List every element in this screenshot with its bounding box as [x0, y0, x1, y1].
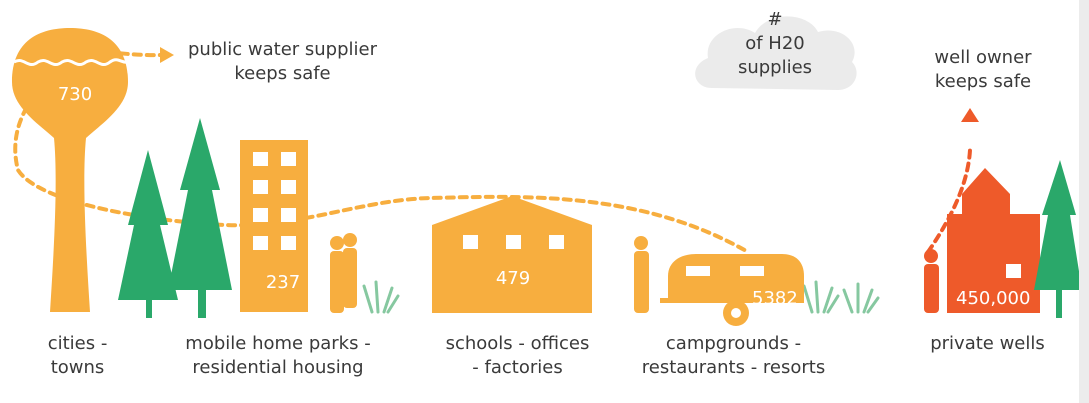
schools-label-line-2: - factories [472, 357, 563, 378]
pine-tree-icon [1034, 160, 1082, 318]
schools-label-line-1: schools - offices [445, 333, 590, 354]
travel-trailer-icon [660, 254, 804, 326]
campgrounds-label-line-2: restaurants - resorts [641, 357, 826, 378]
private-wells-label-line-1: private wells [930, 333, 1045, 354]
mobile-home-count: 237 [265, 272, 301, 293]
grass-icon [362, 280, 880, 314]
cities-count: 730 [57, 84, 93, 105]
cloud-icon [695, 16, 857, 91]
campgrounds-label-line-1: campgrounds - [665, 333, 802, 354]
mobile-home-label-line-2: residential housing [192, 357, 364, 378]
water-tower-icon [12, 28, 129, 312]
schools-count: 479 [495, 268, 531, 289]
public-supplier-callout: public water supplier keeps safe [180, 38, 385, 86]
schools-label: schools - offices - factories [430, 332, 605, 380]
well-callout-line-1: well owner [934, 47, 1032, 68]
title-line-3: supplies [737, 57, 813, 78]
person-icon [634, 236, 649, 313]
house-icon [947, 168, 1040, 313]
private-supply-path [926, 148, 972, 254]
title-line-2: of H20 [745, 33, 805, 54]
well-owner-callout: well owner keeps safe [918, 46, 1048, 94]
school-building-icon [432, 196, 592, 313]
public-callout-line-1: public water supplier [188, 39, 377, 60]
right-edge-panel [1079, 0, 1089, 403]
public-arrow-head-icon [160, 47, 174, 63]
private-wells-count: 450,000 [956, 288, 1031, 309]
people-icon [330, 233, 357, 313]
private-arrow-head-icon [961, 108, 979, 122]
campgrounds-count: 5382 [752, 288, 798, 309]
title-line-1: # [767, 9, 783, 30]
private-wells-label: private wells [925, 332, 1050, 356]
mobile-home-label: mobile home parks - residential housing [178, 332, 378, 380]
well-callout-line-2: keeps safe [934, 71, 1032, 92]
mobile-home-label-line-1: mobile home parks - [185, 333, 371, 354]
apartment-building-icon [240, 140, 308, 312]
person-icon [924, 249, 939, 313]
cities-label: cities - towns [30, 332, 125, 380]
pine-tree-icon [118, 118, 232, 318]
public-callout-line-2: keeps safe [234, 63, 331, 84]
cities-label-line-2: towns [50, 357, 105, 378]
diagram-title: # of H20 supplies [725, 8, 825, 80]
cities-label-line-1: cities - [47, 333, 108, 354]
campgrounds-label: campgrounds - restaurants - resorts [636, 332, 831, 380]
